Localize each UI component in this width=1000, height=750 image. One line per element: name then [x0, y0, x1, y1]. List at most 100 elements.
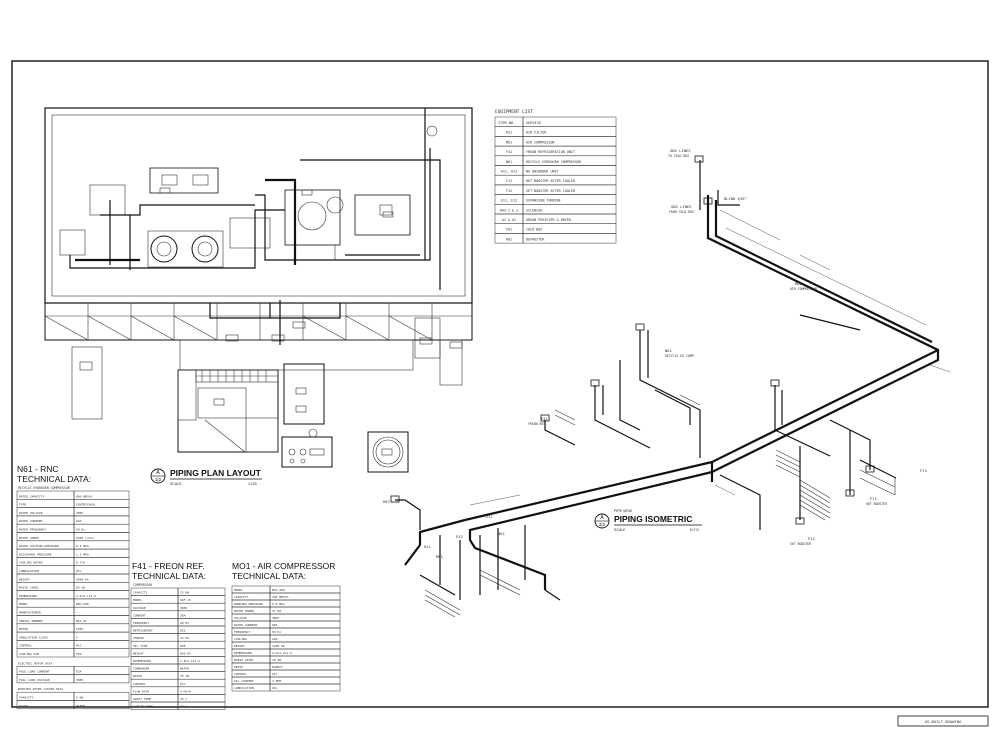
equipment-item-no: MO1: [506, 140, 512, 144]
equipment-service: AIR FILTER: [526, 131, 547, 135]
n61-row-value: 8 T/H: [76, 561, 85, 565]
title-block: AS-BUILT DRAWING: [897, 715, 989, 727]
equipment-item-no: E11, E12: [501, 199, 517, 203]
plan-marker-top: A: [156, 470, 160, 476]
n61-row-value: RNC-600: [76, 602, 89, 606]
f41-row-value: WATER: [180, 667, 189, 671]
iso-label-f41: F41: [541, 416, 549, 421]
n61-row-value: YES: [76, 652, 82, 656]
mo1-subtitle: TECHNICAL DATA:: [232, 571, 306, 581]
n61-row-value: CENTRIFUGAL: [76, 503, 96, 507]
n61-row-label: FLUID: [19, 704, 28, 708]
plan-detail-box: [367, 431, 409, 473]
piping-isometric: GN2 LINES TO COLD BOX GN2 LINES FROM COL…: [383, 148, 951, 618]
equipment-item-no: F12: [506, 189, 512, 193]
iso-label-e12: E12: [456, 534, 463, 539]
plan-control-panel: [281, 436, 333, 468]
n61-row-value: 5 KW: [76, 696, 83, 700]
n61-row-label: SERIAL NUMBER: [19, 619, 43, 623]
n61-row-label: CAPACITY: [19, 696, 34, 700]
iso-label-h11: H11: [424, 544, 432, 549]
n61-technical-data: N61 - RNC TECHNICAL DATA: RECYCLE HYDROG…: [16, 464, 130, 710]
n61-row-label: COOLING WATER: [19, 561, 43, 565]
equipment-service: FREON REFRIGERATION UNIT: [526, 150, 575, 154]
f41-row-value: 4 M3/H: [180, 689, 191, 693]
iso-label-n61b: N61: [498, 531, 506, 536]
n61-row-label: WEIGHT: [19, 577, 30, 581]
n61-row-value: 3500 KG: [76, 577, 89, 581]
mo1-title: MO1 - AIR COMPRESSOR: [232, 561, 335, 571]
iso-labels: GN2 LINES TO COLD BOX GN2 LINES FROM COL…: [383, 148, 927, 559]
equipment-service: SILENCER: [526, 208, 543, 212]
plan-structure-band: [44, 302, 473, 341]
n61-title: N61 - RNC: [17, 464, 59, 474]
plan-scale-right: 1:100: [248, 482, 257, 486]
iso-label-mo1: MO1: [795, 281, 803, 286]
equipment-item-no: A11, H11: [501, 170, 517, 174]
n61-row-label: RATED CAPACITY: [19, 494, 44, 498]
f41-row-value: 75 dB: [180, 674, 189, 678]
iso-title: PIPING ISOMETRIC: [614, 514, 692, 524]
f41-row-label: CONDENSER: [133, 667, 149, 671]
mo1-row-value: DIRECT: [272, 665, 283, 669]
iso-marker-bottom: 2|2: [599, 522, 606, 527]
iso-label-h07: H07: [383, 499, 390, 504]
mo1-row-value: 0.8 MPa: [272, 602, 285, 606]
mo1-row-label: OIL CONTENT: [234, 679, 254, 683]
n61-row-value: 85 dB: [76, 586, 85, 590]
f41-table-caption: COMPRESSOR: [133, 583, 152, 587]
n61-row-label: POLE LOAD CURRENT: [19, 670, 50, 674]
n61-section-title: ELECTRIC MOTOR DATA: [18, 661, 53, 665]
f41-row-value: 15 KW: [180, 591, 189, 595]
equipment-service: EXPANSION TURBINE: [526, 199, 561, 203]
n61-row-label: RATED CURRENT: [19, 519, 43, 523]
piping-plan: A 1|2 PIPING PLAN LAYOUT SCALE 1:100: [44, 107, 473, 486]
n61-row-label: NOISE LEVEL: [19, 586, 39, 590]
n61-row-label: DISCHARGE PRESSURE: [19, 552, 52, 556]
mo1-row-value: 380V: [272, 616, 279, 620]
iso-label-gn2-sub: TO COLD BOX: [668, 154, 689, 158]
mo1-row-value: 1200 KG: [272, 644, 285, 648]
iso-title-marker: PIPE VIEW A 2|2 PIPING ISOMETRIC SCALE N…: [594, 509, 702, 532]
equipment-item-no: H11: [506, 131, 512, 135]
mo1-row-label: WORKING PRESSURE: [234, 602, 263, 606]
mo1-row-value: 200 NM3/H: [272, 595, 288, 599]
plan-compressor-2: [191, 235, 219, 263]
plan-title: PIPING PLAN LAYOUT: [170, 468, 262, 478]
mo1-row-value: 78 dB: [272, 658, 281, 662]
f41-row-label: MODEL: [133, 598, 142, 602]
f41-row-label: VOLTAGE: [133, 606, 146, 610]
equipment-service: RECYCLE HYDROGEN COMPRESSOR: [526, 160, 582, 164]
f41-row-label: FREQUENCY: [133, 621, 149, 625]
mo1-row-label: LUBRICATION: [234, 686, 254, 690]
iso-label-f41-sub: FREON REF.: [528, 422, 547, 426]
mo1-row-value: 50 Hz: [272, 630, 281, 634]
equipment-service: ARGON PURIFIER & DRYER: [526, 218, 572, 222]
iso-label-n61: N61: [665, 348, 673, 353]
n61-row-value: N61-01: [76, 619, 87, 623]
mo1-row-label: MODEL: [234, 588, 243, 592]
iso-label-f13: F13: [920, 468, 927, 473]
f41-row-label: OIL TYPE: [133, 644, 148, 648]
iso-label-f11-sub: HOT BOOSTER: [866, 502, 887, 506]
plan-scale-left: SCALE: [170, 482, 182, 486]
n61-row-label: RATED SPEED: [19, 536, 39, 540]
iso-label-e11: E11: [486, 514, 494, 519]
f41-row-value: PLC: [180, 682, 186, 686]
n61-row-label: LUBRICATION: [19, 569, 39, 573]
iso-label-m01: M01: [436, 554, 444, 559]
equipment-list-title: EQUIPMENT LIST: [495, 109, 533, 115]
mo1-row-label: NOISE LEVEL: [234, 658, 254, 662]
n61-subtitle: TECHNICAL DATA:: [17, 474, 91, 484]
f41-row-label: DIMENSIONS: [133, 659, 151, 663]
mo1-row-value: PLC: [272, 672, 278, 676]
equipment-service: HOT BOOSTER AFTER COOLER: [526, 179, 576, 183]
mo1-row-label: RATED CURRENT: [234, 623, 258, 627]
iso-scale-right: N.T.S.: [690, 528, 700, 532]
n61-row-value: 380V: [76, 511, 83, 515]
